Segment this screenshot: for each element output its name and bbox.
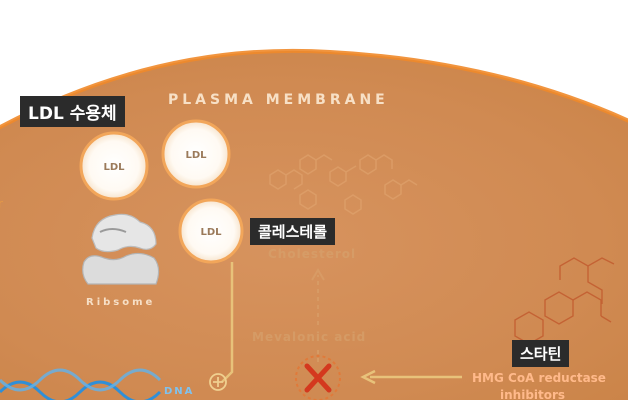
ldl-label: LDL — [200, 227, 222, 238]
hmg-coa-label-2: inhibitors — [500, 388, 565, 400]
cholesterol-molecules — [269, 154, 418, 215]
plasma-membrane-label: PLASMA MEMBRANE — [168, 92, 389, 108]
ldl-receptor-badge: LDL 수용체 — [20, 96, 125, 127]
ribosome-label: Ribsome — [86, 297, 155, 308]
x-block-icon — [295, 355, 341, 400]
ldl-label: LDL — [103, 162, 125, 173]
ribosome-icon — [82, 213, 160, 285]
cholesterol-badge: 콜레스테롤 — [250, 218, 336, 245]
dna-helix — [0, 368, 162, 400]
ldl-particle: LDL — [178, 198, 244, 264]
dna-label: DNA — [164, 386, 194, 397]
cholesterol-pathway-label: Cholesterol — [268, 247, 356, 261]
statin-badge: 스타틴 — [512, 340, 570, 367]
mevalonic-acid-label: Mevalonic acid — [252, 330, 366, 344]
ldl-particle: LDL — [79, 131, 149, 201]
plus-circle-icon — [209, 373, 227, 391]
plasma-membrane — [0, 48, 628, 130]
pathway-arrowhead-1 — [311, 268, 325, 281]
hmg-coa-label-1: HMG CoA reductase — [472, 371, 606, 385]
arrowhead-left — [360, 369, 376, 385]
statin-structure — [514, 257, 615, 345]
ldl-particle: LDL — [161, 119, 231, 189]
left-edge-fragment: r — [0, 197, 3, 211]
ldl-label: LDL — [185, 150, 207, 161]
